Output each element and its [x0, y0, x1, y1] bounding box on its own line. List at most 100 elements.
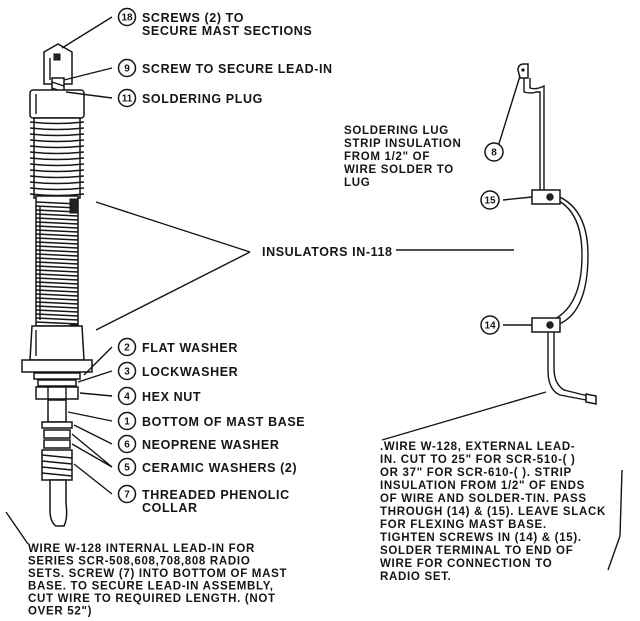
note-line: FOR FLEXING MAST BASE.	[380, 519, 547, 531]
callout-circle	[117, 337, 137, 357]
callout-circle	[117, 411, 137, 431]
callout-number: 2	[124, 343, 130, 354]
callout-number: 8	[491, 148, 497, 159]
callout-circle	[117, 386, 137, 406]
callout-number: 15	[484, 196, 496, 207]
external-lead-in-note: .WIRE W-128, EXTERNAL LEAD-IN. CUT TO 25…	[380, 441, 606, 583]
callout-circle	[480, 190, 500, 210]
note-line: THROUGH (14) & (15). LEAVE SLACK	[380, 506, 606, 518]
internal-lead-in-wire	[49, 479, 68, 527]
callout-circle	[117, 457, 137, 477]
insulators-label: INSULATORS IN-118	[262, 245, 393, 259]
callout-number: 6	[124, 440, 130, 451]
lower-body	[29, 325, 85, 361]
note-line: SERIES SCR-508,608,708,808 RADIO	[28, 556, 250, 568]
note-line: OF WIRE AND SOLDER-TIN. PASS	[380, 493, 587, 505]
note-line: SETS. SCREW (7) INTO BOTTOM OF MAST	[28, 568, 287, 580]
right-callouts: 8 15 14	[480, 142, 504, 335]
right-leader-lines	[381, 75, 623, 571]
ceramic-washer-1	[43, 429, 71, 439]
callout-circle	[117, 484, 137, 504]
external-lead-in-wire	[523, 78, 587, 401]
callout-text: FLAT WASHER	[142, 341, 238, 355]
callout-text: HEX NUT	[142, 390, 201, 404]
callout-circle	[480, 315, 500, 335]
neoprene-washer	[41, 421, 73, 429]
upper-collar	[29, 89, 85, 119]
callout-circle	[117, 361, 137, 381]
callout-text: CERAMIC WASHERS (2)	[142, 461, 297, 475]
note-line: STRIP INSULATION	[344, 138, 461, 150]
callout-text: SCREW TO SECURE LEAD-IN	[142, 62, 333, 76]
callout-6: 6 NEOPRENE WASHER	[117, 434, 280, 454]
clamp-15	[531, 189, 561, 205]
insulator-upper	[69, 198, 79, 214]
callout-circle	[484, 142, 504, 162]
callout-number: 9	[124, 64, 130, 75]
callout-text: BOTTOM OF MAST BASE	[142, 415, 305, 429]
wire-terminal	[585, 393, 597, 405]
note-line: OVER 52")	[28, 606, 92, 618]
callout-1: 1 BOTTOM OF MAST BASE	[117, 411, 305, 431]
note-line: FROM 1/2" OF	[344, 151, 430, 163]
upper-spring	[29, 117, 85, 199]
flat-washer	[33, 372, 81, 380]
note-line: WIRE W-128 INTERNAL LEAD-IN FOR	[28, 543, 255, 555]
note-line: WIRE SOLDER TO	[344, 164, 454, 176]
callout-number: 5	[124, 463, 130, 474]
mast-top-section	[43, 43, 73, 85]
callout-11: 11 SOLDERING PLUG	[117, 88, 263, 108]
ceramic-washer-2	[43, 439, 71, 449]
note-line: OR 37" FOR SCR-610-( ). STRIP	[380, 467, 572, 479]
callout-8: 8	[484, 142, 504, 162]
callout-text: SOLDERING PLUG	[142, 92, 263, 106]
callout-text: NEOPRENE WASHER	[142, 438, 280, 452]
callout-number: 1	[124, 417, 130, 428]
note-line: CUT WIRE TO REQUIRED LENGTH. (NOT	[28, 593, 276, 605]
note-line: .WIRE W-128, EXTERNAL LEAD-	[380, 441, 575, 453]
screw-18-head	[53, 53, 61, 61]
note-line: SOLDER TERMINAL TO END OF	[380, 545, 573, 557]
callout-number: 4	[124, 392, 130, 403]
stud	[47, 399, 67, 423]
callout-text: THREADED PHENOLIC	[142, 488, 290, 502]
callout-4: 4 HEX NUT	[117, 386, 201, 406]
note-line: IN. CUT TO 25" FOR SCR-510-( )	[380, 454, 576, 466]
mast-base-assembly	[21, 43, 93, 527]
leader-lines	[5, 16, 514, 545]
callout-circle	[117, 58, 137, 78]
callout-number: 3	[124, 367, 130, 378]
callout-5: 5 CERAMIC WASHERS (2)	[117, 457, 297, 477]
external-lead-in-assembly	[517, 63, 597, 405]
callout-text: SECURE MAST SECTIONS	[142, 24, 312, 38]
note-line: BASE. TO SECURE LEAD-IN ASSEMBLY,	[28, 581, 274, 593]
callout-number: 7	[124, 490, 130, 501]
callout-number: 11	[122, 94, 133, 105]
callout-number: 14	[484, 321, 496, 332]
base-flange	[21, 359, 93, 373]
note-line: RADIO SET.	[380, 571, 452, 583]
lockwasher	[37, 379, 77, 387]
callout-2: 2 FLAT WASHER	[117, 337, 238, 357]
callout-circle	[117, 7, 137, 27]
note-line: INSULATION FROM 1/2" OF ENDS	[380, 480, 585, 492]
callout-circle	[117, 88, 137, 108]
clamp-14	[531, 317, 561, 333]
callout-15: 15	[480, 190, 500, 210]
note-line: TIGHTEN SCREWS IN (14) & (15).	[380, 532, 582, 544]
note-line: SOLDERING LUG	[344, 125, 449, 137]
note-line: WIRE FOR CONNECTION TO	[380, 558, 552, 570]
note-line: LUG	[344, 177, 370, 189]
callout-number: 18	[121, 13, 133, 24]
callout-9: 9 SCREW TO SECURE LEAD-IN	[117, 58, 333, 78]
callout-circle	[117, 434, 137, 454]
hex-nut	[35, 386, 79, 400]
callout-text: SCREWS (2) TO	[142, 11, 244, 25]
